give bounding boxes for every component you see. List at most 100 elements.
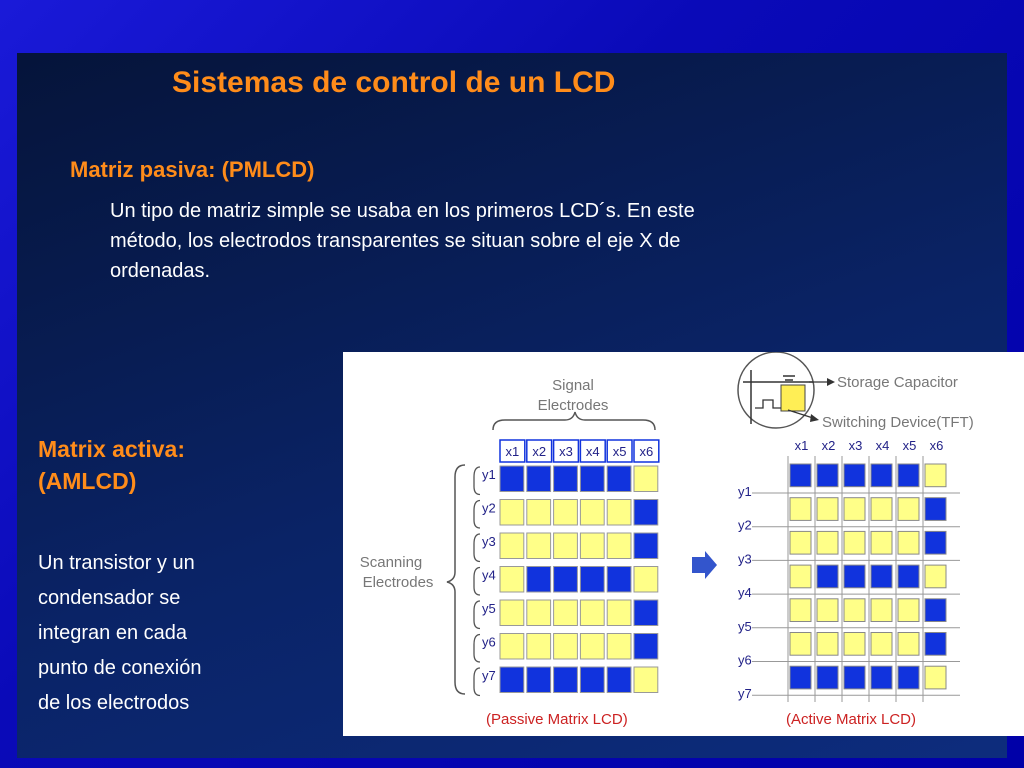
active-pixel-cell bbox=[789, 530, 812, 555]
signal-brace bbox=[492, 411, 656, 431]
passive-y-label: y6 bbox=[482, 635, 496, 650]
active-pixel-cell bbox=[843, 632, 866, 656]
switching-pointer bbox=[787, 409, 814, 419]
passive-paragraph-line: Un tipo de matriz simple se usaba en los… bbox=[110, 200, 695, 222]
passive-pixel-cell bbox=[606, 666, 632, 693]
active-x-label: x5 bbox=[903, 438, 917, 453]
passive-pixel-cell bbox=[606, 633, 632, 660]
passive-row-brace bbox=[473, 667, 481, 697]
passive-pixel-cell bbox=[579, 566, 605, 593]
passive-pixel-cell bbox=[553, 666, 578, 693]
active-pixel-cell bbox=[843, 564, 866, 589]
active-pixel-cell bbox=[816, 632, 839, 656]
active-pixel-cell bbox=[843, 497, 866, 521]
active-pixel-cell bbox=[843, 665, 866, 690]
active-pixel-cell bbox=[789, 497, 812, 521]
active-pixel-cell bbox=[870, 530, 893, 555]
passive-pixel-cell bbox=[633, 633, 659, 660]
active-matrix-heading: Matrix activa: (AMLCD) bbox=[38, 433, 185, 497]
passive-pixel-cell bbox=[499, 499, 525, 526]
active-pixel-cell bbox=[924, 632, 947, 656]
passive-pixel-cell bbox=[633, 666, 659, 693]
passive-row-brace bbox=[473, 633, 481, 663]
active-pixel-cell bbox=[843, 530, 866, 555]
active-y-label: y4 bbox=[738, 585, 752, 600]
passive-pixel-cell bbox=[553, 532, 578, 559]
active-y-label: y3 bbox=[738, 551, 752, 566]
passive-row-brace bbox=[473, 533, 481, 563]
passive-pixel-cell bbox=[526, 666, 552, 693]
active-x-label: x6 bbox=[930, 438, 944, 453]
active-x-label: x4 bbox=[876, 438, 890, 453]
active-pixel-cell bbox=[816, 463, 839, 488]
active-paragraph-line: Un transistor y un bbox=[38, 552, 195, 574]
active-pixel-cell bbox=[843, 598, 866, 623]
active-y-label: y5 bbox=[738, 619, 752, 634]
active-y-label: y1 bbox=[738, 484, 752, 499]
active-y-label: y7 bbox=[738, 686, 752, 701]
active-pixel-cell bbox=[816, 530, 839, 555]
active-pixel-cell bbox=[897, 632, 920, 656]
active-heading-line: (AMLCD) bbox=[38, 468, 137, 494]
active-pixel-cell bbox=[789, 463, 812, 488]
scanning-electrodes-label-line: Electrodes bbox=[363, 574, 434, 591]
passive-pixel-cell bbox=[553, 633, 578, 660]
passive-pixel-cell bbox=[633, 599, 659, 626]
passive-pixel-cell bbox=[606, 599, 632, 626]
passive-y-label: y1 bbox=[482, 467, 496, 482]
passive-pixel-cell bbox=[633, 465, 659, 492]
active-pixel-cell bbox=[924, 598, 947, 623]
passive-x-label: x3 bbox=[559, 444, 573, 459]
active-paragraph-line: integran en cada bbox=[38, 622, 188, 644]
passive-y-label: y5 bbox=[482, 601, 496, 616]
passive-row-brace bbox=[473, 600, 481, 630]
active-pixel-cell bbox=[897, 598, 920, 623]
passive-pixel-cell bbox=[499, 633, 525, 660]
active-pixel-cell bbox=[789, 632, 812, 656]
passive-pixel-cell bbox=[579, 499, 605, 526]
passive-pixel-cell bbox=[499, 566, 525, 593]
active-x-label: x2 bbox=[822, 438, 836, 453]
active-pixel-cell bbox=[924, 497, 947, 521]
storage-pointer-arrowhead bbox=[827, 378, 835, 386]
active-y-label: y6 bbox=[738, 653, 752, 668]
active-pixel-cell bbox=[897, 530, 920, 555]
lcd-matrix-diagram-svg: Signal Electrodes Scanning Electrodes St… bbox=[360, 352, 974, 728]
active-heading-line: Matrix activa: bbox=[38, 436, 186, 462]
passive-y-label: y7 bbox=[482, 668, 496, 683]
passive-x-label: x6 bbox=[640, 444, 654, 459]
passive-row-brace bbox=[473, 566, 481, 596]
transistor-symbol-icon bbox=[755, 399, 781, 409]
active-pixel-cell bbox=[870, 665, 893, 690]
passive-matrix-heading: Matriz pasiva: (PMLCD) bbox=[70, 157, 315, 182]
passive-x-header bbox=[499, 439, 526, 463]
passive-row-brace bbox=[473, 466, 481, 496]
active-pixel-cell bbox=[816, 497, 839, 521]
scanning-brace bbox=[446, 464, 466, 695]
passive-paragraph-line: ordenadas. bbox=[110, 260, 211, 282]
passive-pixel-cell bbox=[579, 633, 605, 660]
active-pixel-cell bbox=[816, 598, 839, 623]
passive-y-label: y3 bbox=[482, 534, 496, 549]
passive-pixel-cell bbox=[606, 499, 632, 526]
passive-matrix-caption: (Passive Matrix LCD) bbox=[486, 711, 628, 728]
passive-pixel-cell bbox=[553, 599, 578, 626]
passive-pixel-cell bbox=[606, 566, 632, 593]
passive-x-label: x4 bbox=[586, 444, 600, 459]
scanning-electrodes-label-line: Scanning bbox=[360, 554, 423, 571]
passive-pixel-cell bbox=[553, 499, 578, 526]
passive-x-header bbox=[526, 439, 553, 463]
passive-pixel-cell bbox=[579, 666, 605, 693]
passive-x-label: x2 bbox=[532, 444, 546, 459]
active-paragraph-line: punto de conexión bbox=[38, 657, 202, 679]
lcd-matrix-diagram: Signal Electrodes Scanning Electrodes St… bbox=[343, 352, 1024, 736]
passive-row-brace bbox=[473, 499, 481, 529]
passive-pixel-cell bbox=[606, 465, 632, 492]
active-pixel-cell bbox=[924, 463, 947, 488]
passive-pixel-cell bbox=[553, 465, 578, 492]
slide-title: Sistemas de control de un LCD bbox=[172, 66, 616, 99]
active-pixel-cell bbox=[897, 564, 920, 589]
passive-pixel-cell bbox=[526, 499, 552, 526]
passive-pixel-cell bbox=[499, 666, 525, 693]
